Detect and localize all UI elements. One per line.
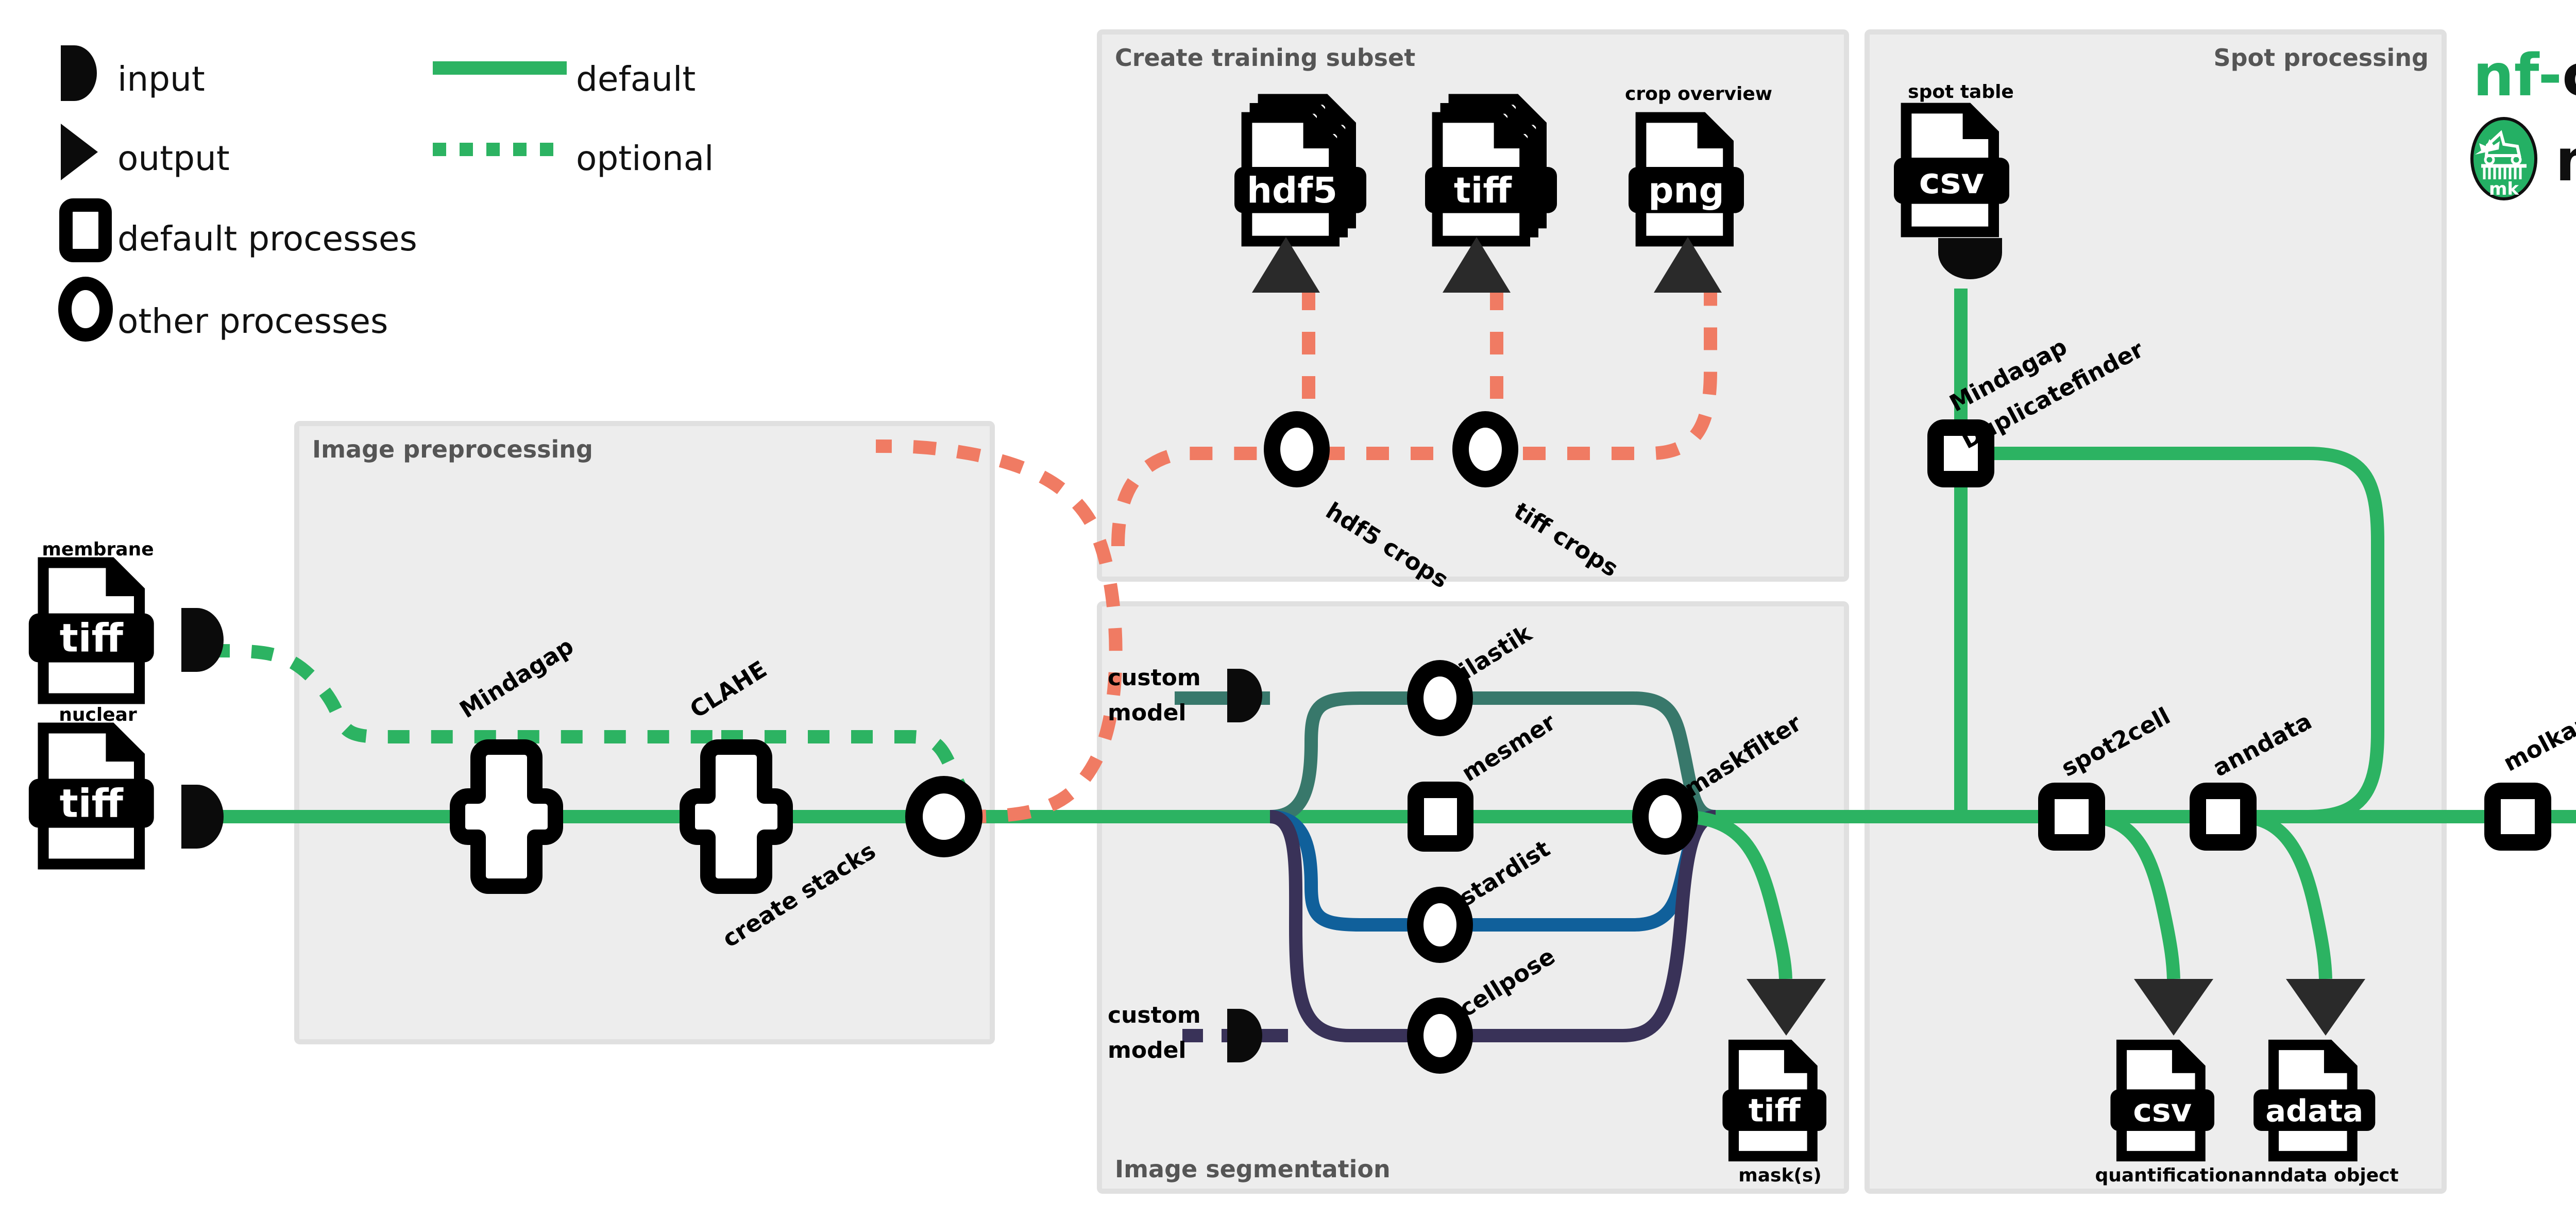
legend-label-default-processes: default processes <box>117 219 417 259</box>
output-ext-quantification: csv <box>2133 1092 2192 1129</box>
input-caption-nuclear: nuclear <box>59 704 137 725</box>
panel-image-segmentation: Image segmentation <box>1097 601 1849 1194</box>
panel-title-image-segmentation: Image segmentation <box>1115 1155 1391 1183</box>
logo-prefix: nf-core/ <box>2473 42 2576 109</box>
legend-label-optional-line: optional <box>576 139 714 178</box>
input-file-membrane: membrane tiff <box>28 539 224 704</box>
edge-training-subset-optional <box>875 439 1123 823</box>
legend-item-default-line: default <box>433 59 696 99</box>
output-file-crop-overview: crop overview png <box>1625 83 1772 247</box>
circle-node-icon <box>58 277 113 342</box>
input-marker-icon <box>181 608 224 672</box>
output-file-masks: tiff mask(s) <box>1722 1039 1826 1186</box>
output-ext-hdf5: hdf5 <box>1247 170 1337 211</box>
logo-nf-core-molkart: nf-core/ mk molkart <box>2470 42 2576 200</box>
output-arrow-icon <box>2286 979 2365 1036</box>
custom-model-ilastik: custom model <box>1108 665 1262 726</box>
custom-model-line2: model <box>1108 1037 1187 1063</box>
legend-item-optional-line: optional <box>433 139 714 178</box>
legend-label-input: input <box>117 59 205 99</box>
output-ext-tiff-crops: tiff <box>1454 170 1512 211</box>
panel-title-create-training-subset: Create training subset <box>1115 44 1415 72</box>
edge-membrane-optional <box>208 644 980 823</box>
mk-badge-text: mk <box>2489 179 2519 199</box>
logo-name: molkart <box>2555 127 2576 194</box>
edge-spot2cell-to-quantification <box>2086 810 2180 979</box>
custom-model-line1: custom <box>1108 1002 1201 1028</box>
input-marker-icon <box>61 45 97 101</box>
custom-model-line2: model <box>1108 700 1187 726</box>
mk-badge-icon: mk <box>2470 117 2537 200</box>
output-arrow-icon <box>1747 979 1826 1036</box>
output-caption-crop-overview: crop overview <box>1625 83 1772 105</box>
input-marker-icon <box>1227 669 1262 722</box>
output-arrow-icon <box>2134 979 2213 1036</box>
input-caption-membrane: membrane <box>42 539 154 560</box>
legend-item-other-processes: other processes <box>58 277 388 342</box>
output-arrow-icon <box>1252 237 1320 293</box>
legend: input output default processes other pro… <box>58 45 714 342</box>
output-ext-anndata-object: adata <box>2265 1093 2363 1128</box>
edge-maskfilter-to-masks <box>1679 810 1792 979</box>
panel-title-spot-processing: Spot processing <box>2213 44 2429 72</box>
output-caption-anndata-object: anndata object <box>2241 1165 2398 1186</box>
legend-label-default-line: default <box>576 59 696 99</box>
output-ext-masks: tiff <box>1749 1092 1801 1129</box>
input-caption-spot-table: spot table <box>1908 81 2014 103</box>
output-file-quantification: csv quantification <box>2095 1039 2241 1186</box>
square-node-icon <box>59 198 112 262</box>
input-marker-icon <box>181 785 224 849</box>
output-arrow-icon <box>1654 237 1722 293</box>
output-arrow-icon <box>61 124 98 180</box>
input-ext-nuclear: tiff <box>60 781 124 826</box>
input-file-nuclear: nuclear tiff <box>28 704 224 870</box>
panel-image-preprocessing: Image preprocessing <box>294 421 995 1044</box>
custom-model-line1: custom <box>1108 665 1201 691</box>
process-label-molkartqc: molkartqc <box>2499 691 2576 777</box>
edge-mindagap-dup-right <box>1961 447 2384 823</box>
edge-anndata-to-object <box>2238 810 2332 979</box>
output-caption-quantification: quantification <box>2095 1165 2241 1186</box>
input-marker-icon <box>1227 1009 1262 1062</box>
input-file-spot-table: spot table csv <box>1894 81 2014 279</box>
panel-spot-processing: Spot processing <box>1865 29 2447 1194</box>
output-file-tiff-crops: tiff <box>1425 94 1557 247</box>
output-file-anndata-object: adata anndata object <box>2241 1039 2399 1186</box>
output-arrow-icon <box>1443 237 1511 293</box>
legend-item-output: output <box>61 124 230 180</box>
custom-model-cellpose: custom model <box>1108 1002 1262 1063</box>
legend-label-output: output <box>117 139 230 178</box>
output-ext-crop-overview: png <box>1648 170 1724 211</box>
input-ext-membrane: tiff <box>60 615 124 661</box>
output-caption-masks: mask(s) <box>1738 1165 1822 1186</box>
panel-title-image-preprocessing: Image preprocessing <box>312 435 593 463</box>
edge-crops-chain-optional <box>1111 289 1717 547</box>
output-file-hdf5: hdf5 <box>1234 94 1366 247</box>
legend-item-input: input <box>61 45 205 101</box>
legend-item-default-processes: default processes <box>59 198 417 262</box>
input-marker-icon <box>1938 238 2002 279</box>
legend-label-other-processes: other processes <box>117 301 388 341</box>
input-ext-spot-table: csv <box>1919 161 1985 202</box>
